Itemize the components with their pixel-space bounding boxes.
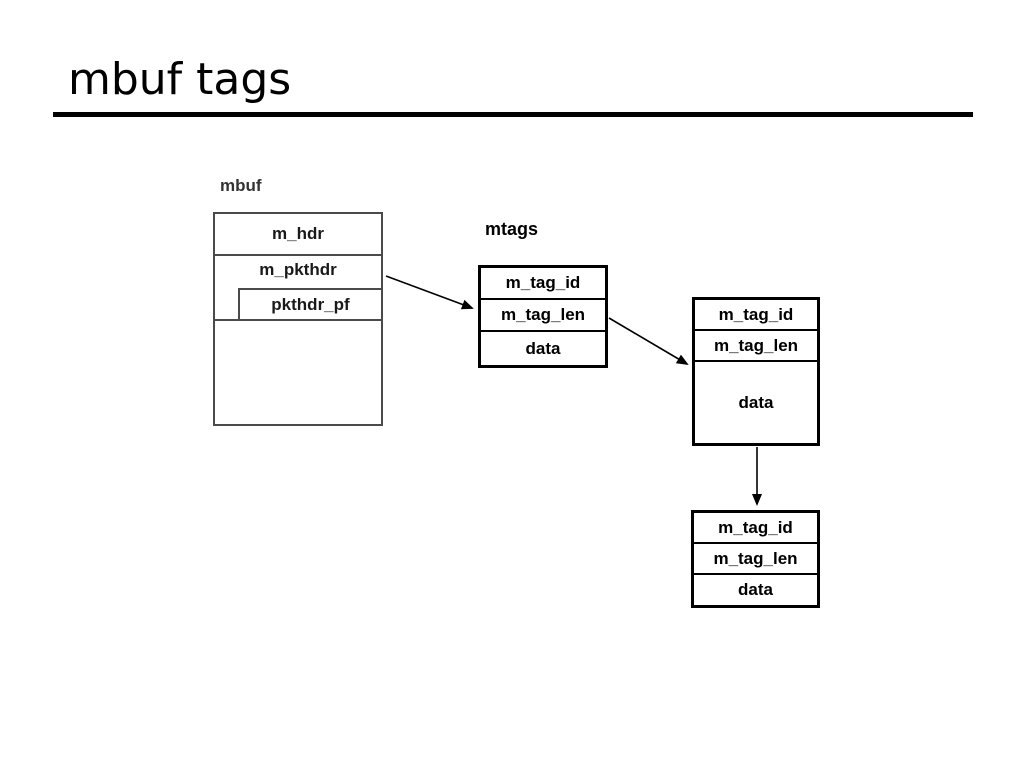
mbuf-row-m-pkthdr: m_pkthdr [259,260,337,279]
page-title: mbuf tags [68,54,292,105]
title-underline-rule [53,112,973,117]
mbuf-section-m-pkthdr: m_pkthdr pkthdr_pf [215,256,383,321]
tag-box-2: m_tag_id m_tag_len data [692,297,820,446]
tag3-row-m-tag-id: m_tag_id [694,513,817,544]
tag2-row-m-tag-id: m_tag_id [695,300,817,331]
tag1-row-data: data [525,338,561,358]
arrow-mtags-to-tag2 [608,317,689,366]
tag1-row-m-tag-len: m_tag_len [481,300,605,332]
tag1-row-m-tag-id: m_tag_id [481,268,605,300]
mbuf-empty-area [215,321,381,426]
tag2-row-data: data [738,392,774,412]
tag-box-3: m_tag_id m_tag_len data [691,510,820,608]
mbuf-struct-box: m_hdr m_pkthdr pkthdr_pf [213,212,383,426]
mbuf-box-label: mbuf [220,176,262,195]
mbuf-nested-pkthdr-pf-box: pkthdr_pf [238,288,383,319]
tag3-row-m-tag-len: m_tag_len [694,544,817,575]
tag3-row-data: data [738,580,773,599]
mtags-tag-box-1: m_tag_id m_tag_len data [478,265,608,368]
mtags-box-label: mtags [485,219,539,239]
arrow-mbuf-to-mtags [385,275,474,310]
mbuf-row-m-hdr: m_hdr [215,214,381,256]
tag2-row-m-tag-len: m_tag_len [695,331,817,362]
